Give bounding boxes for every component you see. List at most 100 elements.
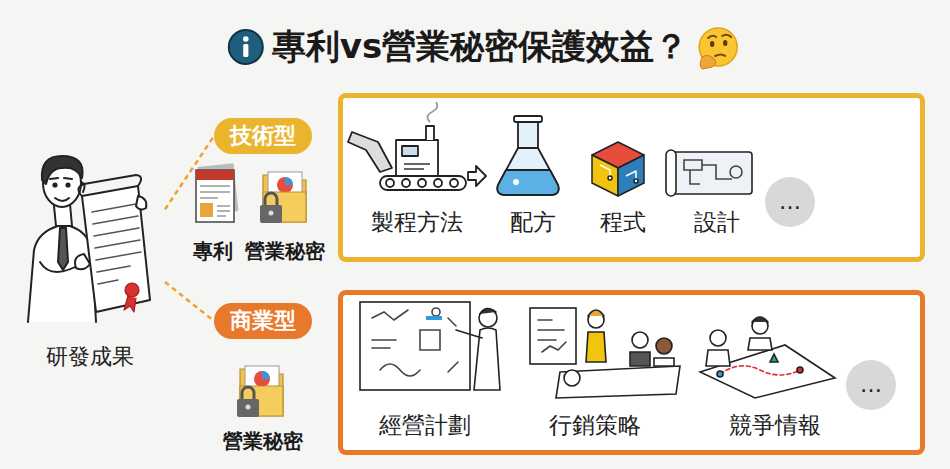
researcher-node: 研發成果	[15, 150, 165, 370]
researcher-illustration	[136, 196, 146, 210]
trade-secret-icon	[260, 172, 306, 223]
whiteboard-illustration	[432, 308, 440, 316]
diagram-title: 專利vs營業秘密保護效益？	[272, 24, 688, 70]
thinking-emoji	[715, 55, 725, 57]
researcher-illustration	[66, 183, 69, 186]
researcher-illustration	[92, 204, 141, 284]
info-icon	[229, 30, 263, 64]
whiteboard-illustration	[426, 316, 442, 320]
meeting-illustration	[530, 308, 680, 398]
dashed-leader	[165, 136, 214, 209]
category-label: 技術型	[230, 122, 296, 150]
competition-map-illustration	[706, 350, 730, 366]
researcher-illustration	[78, 175, 141, 196]
blueprint-illustration	[672, 152, 752, 194]
researcher-illustration	[53, 183, 56, 186]
more-circle: …	[846, 360, 896, 410]
researcher-illustration	[82, 186, 150, 312]
meeting-illustration	[556, 366, 680, 398]
flask-illustration	[497, 148, 558, 195]
category-pill: 技術型	[214, 118, 312, 154]
flask-illustration	[514, 116, 542, 122]
researcher-illustration	[28, 226, 96, 322]
item-label: 配方	[510, 208, 556, 237]
meeting-illustration	[530, 308, 576, 364]
item-label: 競爭情報	[729, 411, 821, 440]
competition-map-illustration	[797, 367, 803, 373]
process-machine-illustration	[386, 179, 394, 187]
process-machine-illustration	[402, 146, 418, 156]
meeting-illustration	[654, 358, 674, 366]
process-machine-illustration	[380, 176, 466, 190]
info-icon	[243, 36, 249, 42]
category-box: 經營計劃 行銷策略 競爭情報 …	[338, 290, 925, 455]
code-cube-illustration	[618, 155, 644, 196]
more-circle: …	[765, 177, 815, 227]
thinking-emoji	[723, 40, 727, 46]
blueprint-illustration	[666, 150, 752, 196]
flask-illustration	[513, 179, 519, 185]
competition-map-illustration	[748, 338, 772, 350]
whiteboard-illustration	[480, 308, 496, 314]
flask-illustration	[497, 116, 558, 195]
icon-label: 營業秘密	[223, 428, 303, 455]
researcher-illustration	[55, 198, 69, 201]
researcher-illustration	[75, 254, 90, 269]
meeting-illustration	[586, 332, 606, 362]
researcher-illustration	[28, 156, 150, 322]
process-machine-illustration	[468, 166, 486, 186]
whiteboard-illustration	[360, 302, 470, 390]
meeting-illustration	[632, 332, 648, 348]
flask-illustration	[497, 170, 558, 195]
patent-icon	[200, 186, 230, 198]
thinking-emoji	[708, 35, 731, 38]
trade-secret-icon	[237, 366, 283, 417]
researcher-illustration	[125, 283, 139, 297]
process-machine-illustration	[404, 164, 430, 169]
category-pill: 商業型	[214, 303, 312, 339]
code-cube-illustration	[634, 179, 638, 183]
code-cube-illustration	[592, 142, 644, 196]
meeting-illustration	[656, 338, 672, 354]
patent-icon	[196, 163, 238, 222]
item-label: 經營計劃	[379, 411, 471, 440]
researcher-illustration	[42, 156, 83, 184]
competition-map-illustration	[700, 345, 835, 398]
category-box: 製程方法配方程式設計…	[338, 93, 925, 262]
patent-icon	[217, 206, 230, 216]
blueprint-illustration	[666, 150, 676, 196]
item-label: 行銷策略	[549, 411, 641, 440]
whiteboard-illustration	[372, 310, 458, 376]
more-mark: …	[779, 188, 801, 216]
blueprint-illustration	[684, 160, 732, 184]
process-machine-illustration	[426, 126, 434, 140]
competition-map-illustration	[717, 371, 723, 377]
meeting-illustration	[564, 370, 580, 386]
more-mark: …	[860, 371, 882, 399]
process-machine-illustration	[418, 179, 426, 187]
researcher-illustration	[50, 178, 72, 179]
item-label: 設計	[694, 208, 740, 237]
icon-label: 專利	[193, 238, 233, 265]
category-label: 商業型	[230, 307, 296, 335]
process-machine-illustration	[348, 132, 392, 172]
code-cube-illustration	[600, 165, 636, 181]
code-cube-illustration	[608, 176, 612, 180]
researcher-illustration	[58, 228, 68, 270]
whiteboard-illustration	[479, 309, 497, 327]
thinking-emoji	[710, 41, 714, 47]
box-ground	[340, 95, 923, 260]
code-cube-illustration	[592, 155, 618, 196]
whiteboard-illustration	[360, 302, 500, 390]
process-machine-illustration	[427, 102, 437, 122]
process-machine-illustration	[434, 179, 442, 187]
icon-label: 營業秘密	[245, 238, 325, 265]
competition-map-illustration	[700, 317, 835, 398]
figure-caption: 研發成果	[46, 343, 134, 371]
thinking-emoji	[699, 28, 737, 69]
process-machine-illustration	[402, 179, 410, 187]
item-label: 程式	[600, 208, 646, 237]
process-machine-illustration	[450, 179, 458, 187]
